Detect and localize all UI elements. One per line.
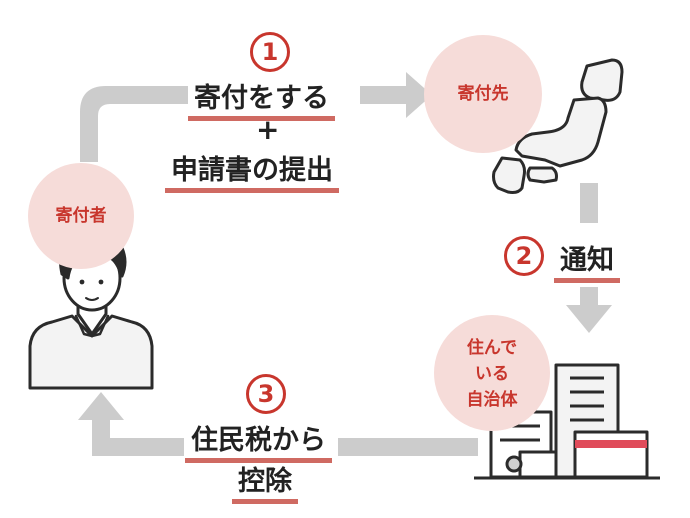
person-icon [28, 228, 154, 390]
step-1-number: 1 [261, 38, 279, 66]
step-1-subtitle: 申請書の提出 [165, 148, 339, 193]
step-2-title: 通知 [554, 238, 620, 283]
step-1-plus: + [256, 113, 279, 146]
arrow-up-head [78, 392, 124, 420]
step-1-title: 寄付をする [188, 76, 335, 121]
arrow-bottom-segment [338, 438, 478, 456]
step-1-plus-text: + [256, 113, 280, 146]
step-2-label: 通知 [560, 245, 614, 276]
japan-map-icon [492, 58, 624, 194]
person-body [28, 314, 154, 390]
step-3-title: 住民税から [185, 418, 332, 463]
arrow-up-left-path [80, 86, 188, 162]
arrow-down-head [566, 305, 612, 333]
municipality-label-1: 住んで [466, 338, 518, 358]
shop-building [573, 430, 649, 479]
step-1-badge: 1 [250, 32, 290, 72]
step-3-line1: 住民税から [191, 425, 326, 456]
arrow-down-shaft [580, 183, 598, 223]
arrow-left-bottom [92, 438, 184, 456]
arrow-top-segment [360, 86, 408, 104]
recipient-label: 寄付先 [457, 84, 509, 104]
step-2-badge: 2 [504, 236, 544, 276]
step-3-subtitle: 控除 [232, 459, 298, 504]
step-2-number: 2 [515, 242, 533, 270]
step-3-line2: 控除 [238, 466, 292, 497]
recipient-bubble: 寄付先 [424, 35, 542, 153]
donor-bubble: 寄付者 [28, 163, 134, 269]
municipality-bubble: 住んで いる 自治体 [434, 315, 550, 431]
step-3-number: 3 [257, 380, 275, 408]
municipality-label-2: いる [475, 364, 509, 384]
flow-arrows [78, 72, 612, 456]
step-1-line2: 申請書の提出 [171, 155, 333, 186]
arrow-down-shaft-2 [580, 287, 598, 307]
step-3-badge: 3 [246, 374, 286, 414]
municipality-label-3: 自治体 [466, 390, 518, 410]
arrow-right-head [406, 72, 432, 118]
donor-label: 寄付者 [55, 206, 107, 226]
step-1-line1: 寄付をする [194, 83, 329, 114]
